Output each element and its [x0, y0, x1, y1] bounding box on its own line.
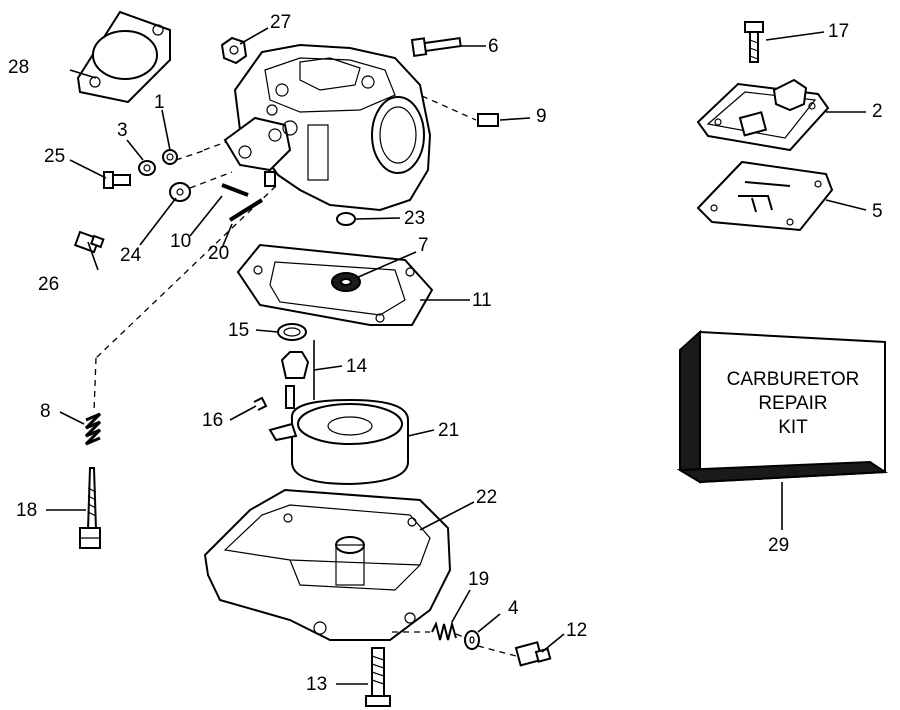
- callout-17: 17: [828, 21, 850, 42]
- callout-18: 18: [16, 500, 38, 521]
- part-24-washer: [169, 182, 191, 202]
- callout-24: 24: [120, 245, 142, 266]
- part-13-bolt: [365, 647, 391, 707]
- repair-kit-line-2: REPAIR: [758, 393, 828, 414]
- callout-28: 28: [8, 57, 30, 78]
- callout-20: 20: [208, 243, 230, 264]
- callout-29: 29: [768, 535, 790, 556]
- part-20-pin: [228, 198, 264, 222]
- callout-7: 7: [418, 235, 429, 256]
- callout-14: 14: [346, 356, 368, 377]
- part-29-repair-kit-box: [676, 329, 889, 484]
- part-1-lockwasher: [162, 149, 178, 165]
- callout-15: 15: [228, 320, 250, 341]
- part-6-screw: [410, 37, 462, 57]
- part-12-plug: [514, 641, 552, 667]
- callout-23: 23: [404, 208, 426, 229]
- callout-5: 5: [872, 201, 883, 222]
- callout-13: 13: [306, 674, 328, 695]
- part-8-spring: [84, 412, 102, 446]
- dashed-alignment-lines: [93, 95, 517, 657]
- part-19-spring: [431, 620, 457, 641]
- part-14-needle-seat: [280, 351, 310, 409]
- part-3-washer: [138, 160, 156, 176]
- part-25-screw: [103, 171, 131, 189]
- part-28-gasket: [76, 10, 171, 104]
- part-10-pin: [221, 183, 249, 197]
- carburetor-body: [223, 43, 432, 212]
- callout-1: 1: [154, 92, 165, 113]
- callout-10: 10: [170, 231, 192, 252]
- part-17-screw: [744, 21, 764, 63]
- part-7-seal: [331, 272, 361, 292]
- part-26-fitting: [73, 230, 105, 254]
- part-18-screw: [79, 467, 101, 549]
- part-22-float-bowl: [203, 488, 452, 641]
- callout-26: 26: [38, 274, 60, 295]
- callout-22: 22: [476, 487, 498, 508]
- callout-11: 11: [472, 290, 492, 311]
- part-15-oring: [277, 323, 307, 341]
- callout-6: 6: [488, 36, 499, 57]
- callout-8: 8: [40, 401, 51, 422]
- repair-kit-label: CARBURETOR REPAIR KIT: [703, 368, 883, 440]
- callout-27: 27: [270, 12, 292, 33]
- repair-kit-line-3: KIT: [778, 417, 808, 438]
- callout-19: 19: [468, 569, 490, 590]
- part-27-nut: [220, 36, 248, 65]
- callout-12: 12: [566, 620, 588, 641]
- leader-lines: [46, 27, 867, 685]
- callout-3: 3: [117, 120, 128, 141]
- part-16-clip: [253, 396, 268, 411]
- callout-9: 9: [536, 106, 547, 127]
- repair-kit-line-1: CARBURETOR: [726, 369, 860, 390]
- part-9-plug: [477, 113, 499, 127]
- callout-21: 21: [438, 420, 460, 441]
- part-5-diaphragm: [696, 160, 834, 232]
- callout-16: 16: [202, 410, 224, 431]
- part-23-oring: [336, 212, 356, 226]
- callout-4: 4: [508, 598, 519, 619]
- callout-25: 25: [44, 146, 66, 167]
- callout-2: 2: [872, 101, 883, 122]
- part-21-float: [268, 398, 409, 486]
- part-4-washer: [464, 630, 480, 650]
- part-2-cover: [696, 78, 830, 152]
